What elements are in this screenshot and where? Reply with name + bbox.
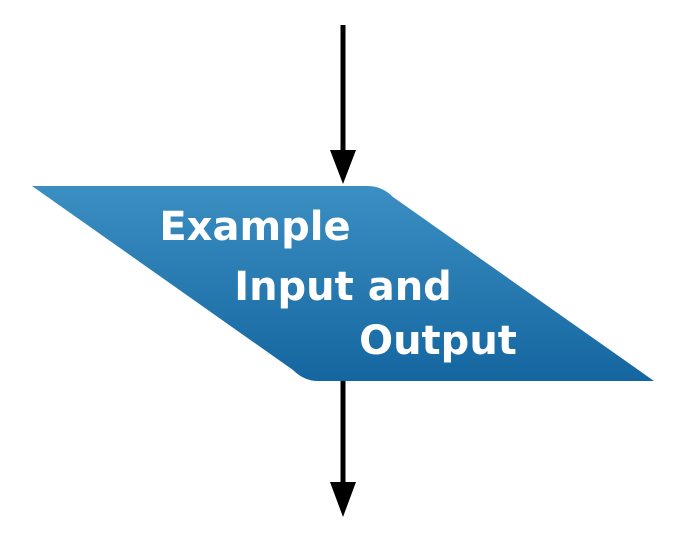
input-output-parallelogram <box>32 186 654 381</box>
shape-label-line-1: Example <box>159 204 350 250</box>
incoming-arrow <box>330 25 356 184</box>
incoming-arrow-head <box>330 150 356 184</box>
shape-label-line-3: Output <box>359 318 517 364</box>
outgoing-arrow-head <box>330 482 356 517</box>
shape-label-line-2: Input and <box>234 264 452 310</box>
outgoing-arrow <box>330 381 356 517</box>
